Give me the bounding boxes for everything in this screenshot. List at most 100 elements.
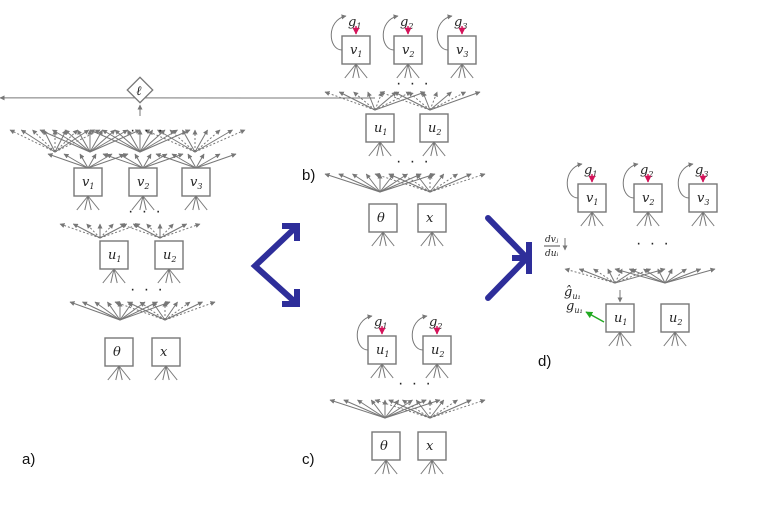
svg-text:dvⱼ: dvⱼ <box>545 235 559 245</box>
edge-arrow <box>114 129 141 153</box>
edge-arrow <box>87 153 97 169</box>
edge-arrow <box>171 153 197 169</box>
input-stub <box>376 141 381 157</box>
edge-arrow <box>127 129 141 153</box>
ellipsis-a-low: · · · <box>130 281 165 298</box>
edge-arrow <box>564 267 616 284</box>
input-stub <box>352 63 357 79</box>
input-stub <box>142 195 147 211</box>
input-stub <box>381 363 394 379</box>
edge-arrow <box>164 301 178 321</box>
edge-arrow <box>144 129 196 153</box>
edge-arrow <box>374 399 431 419</box>
svg-text:g2: g2 <box>400 15 413 31</box>
edge-arrow <box>194 129 246 153</box>
edge-arrow <box>159 223 201 239</box>
input-stub <box>404 63 409 79</box>
edge-arrow <box>393 91 431 111</box>
node-x-b: x <box>417 203 447 233</box>
input-stub <box>436 363 441 379</box>
edge-arrow <box>429 173 486 193</box>
edge-arrow <box>39 129 91 153</box>
input-stub <box>139 195 144 211</box>
edge-arrow <box>194 129 221 153</box>
edge-arrow <box>164 301 191 321</box>
edge-arrow <box>32 129 56 153</box>
input-stub <box>458 63 463 79</box>
input-stub <box>168 268 181 284</box>
edge-arrow <box>54 129 78 153</box>
input-stub <box>385 459 398 475</box>
edge-arrow <box>118 153 144 169</box>
input-stub <box>355 63 368 79</box>
edge-arrow <box>64 129 91 153</box>
edge-arrow <box>664 268 687 284</box>
edge-arrow <box>89 129 103 153</box>
input-stub <box>165 365 170 381</box>
edge-arrow <box>132 223 161 239</box>
input-stub <box>580 211 593 227</box>
input-stub <box>619 331 624 347</box>
edge-arrow <box>324 173 381 193</box>
svg-text:g1: g1 <box>584 163 597 179</box>
edge-arrow <box>422 91 431 111</box>
edge-arrow <box>77 129 91 153</box>
edge-arrow <box>370 399 386 419</box>
edge-arrow <box>374 91 412 111</box>
node-u1-d: u1 <box>605 303 635 333</box>
input-stub <box>616 331 621 347</box>
node-v1-d: v1 <box>577 183 607 213</box>
edge-arrow <box>152 301 166 321</box>
input-stub <box>422 141 435 157</box>
node-v2-b: v2 <box>393 35 423 65</box>
edge-arrow <box>139 129 153 153</box>
input-stub <box>647 211 652 227</box>
edge-arrow <box>614 268 637 284</box>
ellipsis-b-top: · · · <box>396 75 431 92</box>
input-stub <box>142 195 155 211</box>
edge-arrow <box>134 153 144 169</box>
input-stub <box>371 231 384 247</box>
node-u1-c: u1 <box>367 335 397 365</box>
edge-arrow <box>47 153 89 169</box>
edge-arrow <box>89 129 116 153</box>
edge-arrow <box>429 399 458 419</box>
edge-arrow <box>63 153 89 169</box>
input-stub <box>192 195 197 211</box>
svg-text:g1: g1 <box>374 315 387 331</box>
svg-text:ℓ: ℓ <box>136 84 142 99</box>
input-stub <box>379 231 384 247</box>
input-stub <box>431 459 436 475</box>
input-stub <box>382 231 395 247</box>
svg-text:g3: g3 <box>695 163 708 179</box>
input-stub <box>433 141 438 157</box>
input-stub <box>407 63 420 79</box>
edge-arrow <box>99 223 128 239</box>
input-stub <box>608 331 621 347</box>
edge-arrow <box>164 301 216 321</box>
input-stub <box>428 459 433 475</box>
svg-text:x: x <box>426 211 434 226</box>
edge-arrow <box>379 173 436 193</box>
input-stub <box>355 63 360 79</box>
input-stub <box>195 195 200 211</box>
input-stub <box>431 459 444 475</box>
edge-arrow <box>86 223 101 239</box>
input-stub <box>619 331 632 347</box>
big-arrow-right <box>485 215 532 301</box>
input-stub <box>431 231 444 247</box>
edge-arrow <box>664 267 716 284</box>
input-stub <box>381 363 386 379</box>
edge-arrow <box>357 399 386 419</box>
node-theta-c: θ <box>371 431 401 461</box>
node-v3-b: v3 <box>447 35 477 65</box>
svg-text:x: x <box>160 345 168 360</box>
edge-arrow <box>338 91 376 111</box>
edge-arrow <box>402 399 431 419</box>
input-stub <box>374 459 387 475</box>
edge-arrow <box>352 173 381 193</box>
svg-text:θ: θ <box>380 439 388 454</box>
svg-text:x: x <box>426 439 434 454</box>
